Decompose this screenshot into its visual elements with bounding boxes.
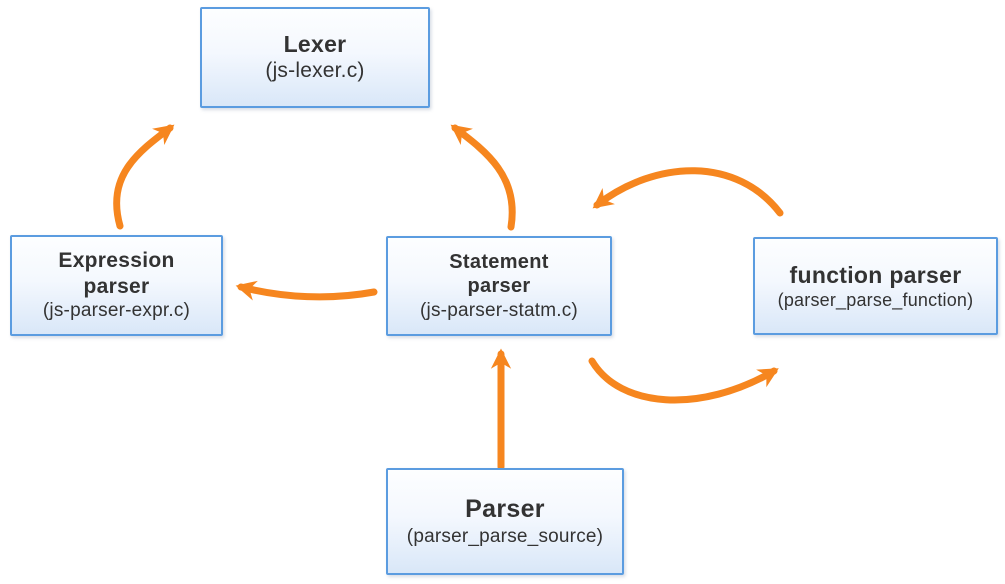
edge-expression-to-lexer-arrow (113, 124, 175, 230)
node-expression-parser-title: Expression parser (58, 249, 175, 298)
node-function-parser-subtitle: (parser_parse_function) (777, 289, 974, 310)
node-lexer-title: Lexer (283, 31, 347, 58)
edge-function-to-statement-arrow (592, 167, 784, 217)
node-statement-parser-title: Statement parser (449, 250, 549, 298)
node-expression-parser-subtitle: (js-parser-expr.c) (42, 300, 191, 322)
node-parser: Parser (parser_parse_source) (386, 468, 624, 575)
edge-statement-to-lexer-arrow (450, 124, 516, 231)
node-expression-parser: Expression parser (js-parser-expr.c) (10, 235, 223, 336)
node-parser-subtitle: (parser_parse_source) (406, 525, 604, 547)
node-statement-parser-subtitle: (js-parser-statm.c) (420, 299, 578, 321)
edge-statement-to-function-arrow (588, 357, 779, 404)
node-lexer-subtitle: (js-lexer.c) (265, 59, 365, 83)
node-statement-parser: Statement parser (js-parser-statm.c) (386, 236, 612, 336)
node-lexer: Lexer (js-lexer.c) (200, 7, 430, 108)
edge-statement-to-expression-arrow (235, 280, 378, 301)
node-function-parser: function parser (parser_parse_function) (753, 237, 998, 335)
node-parser-title: Parser (465, 495, 545, 524)
node-function-parser-title: function parser (789, 261, 962, 288)
